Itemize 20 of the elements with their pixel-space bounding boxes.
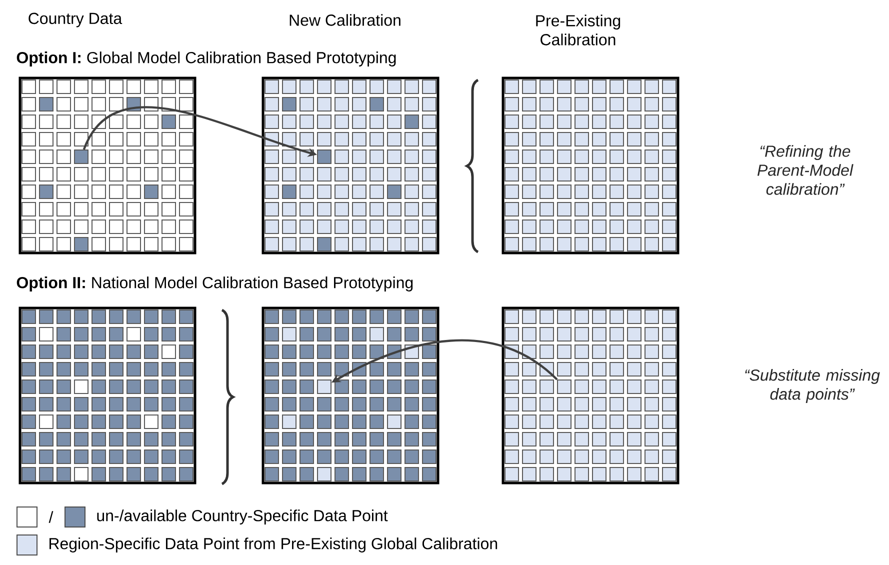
data-grid: [262, 76, 440, 254]
option-heading: Option I: Global Model Calibration Based Prototyping: [16, 52, 396, 66]
option-heading: Option II: National Model Calibration Based Prototyping: [16, 276, 413, 292]
legend-text: un-/available Country-Specific Data Point: [97, 510, 388, 524]
legend-text: Region-Specific Data Point from Pre-Existing Global Calibration: [50, 538, 498, 552]
column-heading: Pre-Existing Calibration: [536, 14, 620, 46]
grid-cell: [74, 150, 88, 164]
data-grid: [18, 306, 196, 484]
quote-text: “Refining the Parent-Model calibration”: [757, 145, 854, 195]
quote-text: “Substitute missing data points”: [745, 369, 880, 403]
grid-cell: [557, 380, 572, 394]
grid-cell: [317, 380, 332, 394]
separator-text: /: [48, 511, 54, 523]
data-grid: [262, 306, 440, 484]
column-heading: New Calibration: [290, 14, 400, 26]
column-heading: Country Data: [28, 12, 122, 28]
data-grid: [18, 76, 196, 254]
data-grid: [502, 76, 680, 254]
grid-cell: [317, 150, 332, 164]
data-grid: [502, 306, 680, 484]
